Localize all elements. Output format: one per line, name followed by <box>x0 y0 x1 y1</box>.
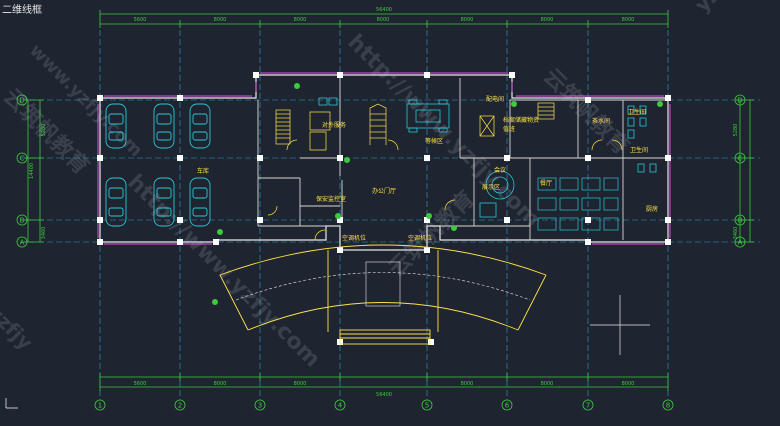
dim-bottom-1: 5600 <box>134 381 147 387</box>
room-kitchen: 厨房 <box>646 205 658 213</box>
axis-bubbles <box>16 94 746 411</box>
viewport-label[interactable]: 二维线框 <box>2 5 42 16</box>
dim-top-5: 8000 <box>461 17 474 23</box>
entrance-canopy <box>219 244 547 345</box>
room-security: 保安监控室 <box>316 195 346 203</box>
room-ac-left: 空调机位 <box>342 234 366 242</box>
room-canteen: 餐厅 <box>540 179 552 187</box>
dim-top-6: 8000 <box>541 17 554 23</box>
room-ac-right: 空调机位 <box>408 234 432 242</box>
axis-col-6: 6 <box>505 402 510 410</box>
axis-row-b-left: B <box>20 217 25 225</box>
dim-top-1: 5600 <box>134 17 147 23</box>
dim-right-2: 5280 <box>733 124 739 137</box>
car-4 <box>105 177 127 227</box>
room-janitor: 茶水间 <box>592 117 610 125</box>
dim-left-2: 14400 <box>29 163 35 179</box>
dim-bottom-6: 8000 <box>622 381 635 387</box>
car-2 <box>153 103 175 149</box>
room-archive: 档案储藏物资 <box>503 116 539 124</box>
dim-bottom-3: 8000 <box>294 381 307 387</box>
axis-row-d-right: D <box>737 97 742 105</box>
dimension-lines <box>24 10 754 391</box>
axis-row-c-left: C <box>20 155 25 163</box>
stairs-and-fixtures <box>267 102 623 241</box>
axis-col-7: 7 <box>586 402 590 410</box>
dimension-texts: 56400 5600 8000 8000 8000 8000 8000 8000… <box>29 7 739 398</box>
windows <box>97 72 671 245</box>
room-toilet-upper: 卫生间 <box>628 108 646 116</box>
axis-row-d-left: D <box>19 97 24 105</box>
car-1 <box>105 103 127 149</box>
room-meeting: 会议 <box>494 166 506 174</box>
structural-columns <box>97 72 671 345</box>
dim-bottom-5: 8000 <box>541 381 554 387</box>
axis-col-5: 5 <box>425 402 429 410</box>
dim-left-1: 3460 <box>41 227 47 240</box>
car-3 <box>189 103 211 149</box>
room-labels: 车库 对外服务 等候区 配电间 档案储藏物资 值班 茶水间 卫生间 卫生间 办公… <box>197 95 658 242</box>
room-duty: 值班 <box>503 125 515 133</box>
dim-bottom-2: 8000 <box>214 381 227 387</box>
exterior-walls <box>99 74 669 251</box>
axis-col-8: 8 <box>666 402 670 410</box>
dim-top-2: 8000 <box>214 17 227 23</box>
car-5 <box>153 177 175 227</box>
garage-cars <box>105 103 211 227</box>
axis-col-2: 2 <box>178 402 182 410</box>
room-garage: 车库 <box>197 167 209 175</box>
room-waiting: 等候区 <box>425 137 443 145</box>
furniture <box>318 97 657 218</box>
dim-overall-bottom: 56400 <box>376 392 392 398</box>
axis-row-a-left: A <box>20 239 25 247</box>
axis-row-a-right: A <box>738 239 743 247</box>
dim-right-1: 3460 <box>733 227 739 240</box>
dim-top-4: 8000 <box>377 17 390 23</box>
interior-walls <box>257 78 666 240</box>
axis-row-b-right: B <box>738 217 743 225</box>
ucs-icon <box>5 398 18 409</box>
axis-col-1: 1 <box>98 402 102 410</box>
dim-left-3: 5280 <box>41 124 47 137</box>
potted-plants <box>212 83 663 305</box>
axis-col-4: 4 <box>338 402 343 410</box>
axis-row-c-right: C <box>738 155 743 163</box>
room-toilet-lower: 卫生间 <box>630 146 648 154</box>
room-electrical: 配电间 <box>486 95 504 103</box>
dim-overall-top: 56400 <box>376 7 392 13</box>
grid-lines <box>20 30 760 400</box>
dim-top-7: 8000 <box>622 17 635 23</box>
cursor-crosshair-icon <box>590 295 650 355</box>
axis-col-3: 3 <box>258 402 262 410</box>
dim-bottom-4: 8000 <box>461 381 474 387</box>
room-lobby: 办公门厅 <box>372 187 396 195</box>
room-exhibition: 展示区 <box>482 184 500 191</box>
axis-labels: 1 2 3 4 5 6 7 8 D C B A D C B A <box>19 97 742 410</box>
room-reception: 对外服务 <box>322 121 346 129</box>
dim-top-3: 8000 <box>294 17 307 23</box>
car-6 <box>189 177 211 227</box>
